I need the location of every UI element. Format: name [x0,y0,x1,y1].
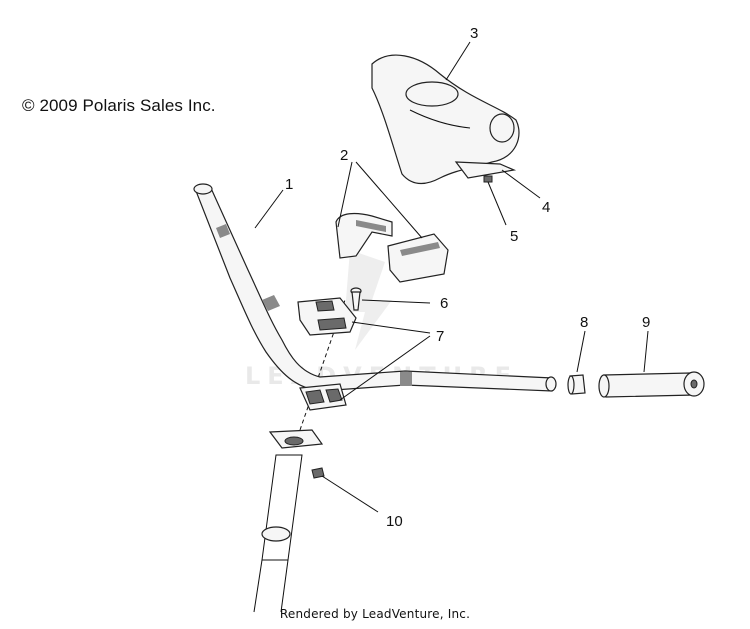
callout-2: 2 [340,147,348,164]
callout-5: 5 [510,228,518,245]
steering-column [253,299,346,613]
handlebar [193,183,557,392]
callout-labels: 1 2 3 4 5 6 7 8 9 10 [285,25,650,530]
handlebar-pod [371,54,520,185]
callout-4: 4 [542,199,550,216]
callout-8: 8 [580,314,588,331]
leader-lines [254,41,649,513]
callout-6: 6 [440,295,448,312]
nut [311,467,325,479]
callout-10: 10 [386,513,403,530]
bolt [350,287,362,311]
rendered-by-footer: Rendered by LeadVenture, Inc. [279,607,471,621]
callout-1: 1 [285,176,293,193]
screw [483,175,493,183]
bar-end-plug [567,374,586,395]
handlebar-covers [335,212,449,283]
callout-3: 3 [470,25,478,42]
copyright-notice: © 2009 Polaris Sales Inc. [22,96,216,115]
upper-clamp [297,297,357,336]
callout-7: 7 [436,328,444,345]
callout-9: 9 [642,314,650,331]
lower-clamp [299,383,347,411]
grip [598,371,705,398]
